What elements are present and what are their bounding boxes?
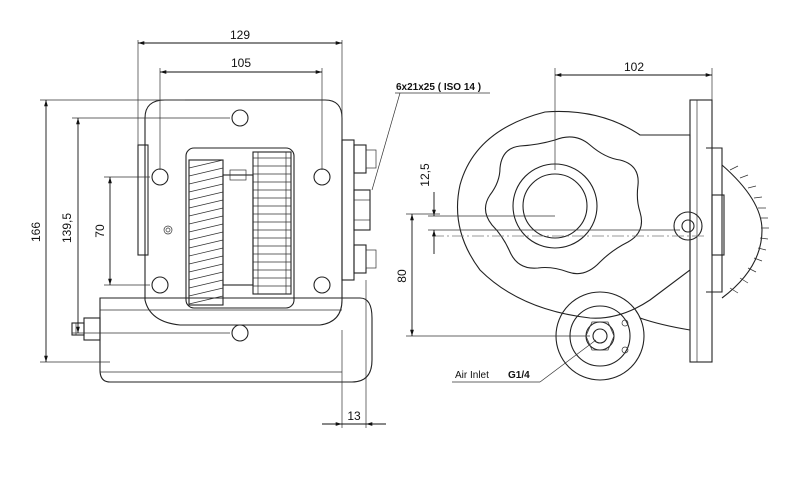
shaft-spec-label: 6x21x25 ( ISO 14 ) [396,82,481,93]
dim-70-label: 70 [93,224,107,238]
dim-105-label: 105 [231,56,251,70]
shaft-stub [353,189,371,231]
shaft-spec-leader [371,92,401,191]
gear-window [185,147,295,309]
helical-gear [188,159,224,306]
helical-teeth [188,159,224,305]
spur-gear [252,151,292,295]
dim-129-label: 129 [230,28,250,42]
dim-102-label: 102 [624,60,644,74]
dim-13-label: 13 [347,409,361,423]
side-gear-teeth [729,165,769,294]
side-housing [457,110,691,319]
mount-hole-left-top [151,168,169,186]
flower-boss [484,136,643,275]
central-bore-outer [512,163,598,249]
dim-166-label: 166 [29,222,43,242]
dim-139-5-label: 139,5 [60,213,74,243]
shaft-body [222,174,254,286]
mount-hole-right-bottom [313,276,331,294]
air-inlet-thread-label: G1/4 [508,370,530,381]
central-bore-inner [522,173,588,239]
front-view [71,99,377,383]
front-view-dimensions: 129 105 166 139,5 70 13 6x21x25 ( ISO 14… [29,28,490,428]
air-inlet-leader [539,339,597,383]
air-cylinder [99,297,373,383]
side-view-dimensions: 102 12,5 80 Air Inlet G1/4 [395,60,713,383]
side-gear [721,164,763,299]
mount-hole-left-bottom [151,276,169,294]
output-flange [341,139,355,281]
mount-hole-top [231,109,249,127]
output-shaft [673,211,703,241]
air-inlet-label: Air Inlet [455,370,489,381]
mount-hole-right-top [313,168,331,186]
air-fitting [83,317,101,341]
back-plate [137,144,149,256]
dim-80-label: 80 [395,269,409,283]
mount-hole-bottom [231,324,249,342]
side-view [432,99,769,381]
dim-12-5-label: 12,5 [418,163,432,187]
housing-outline [144,99,343,326]
